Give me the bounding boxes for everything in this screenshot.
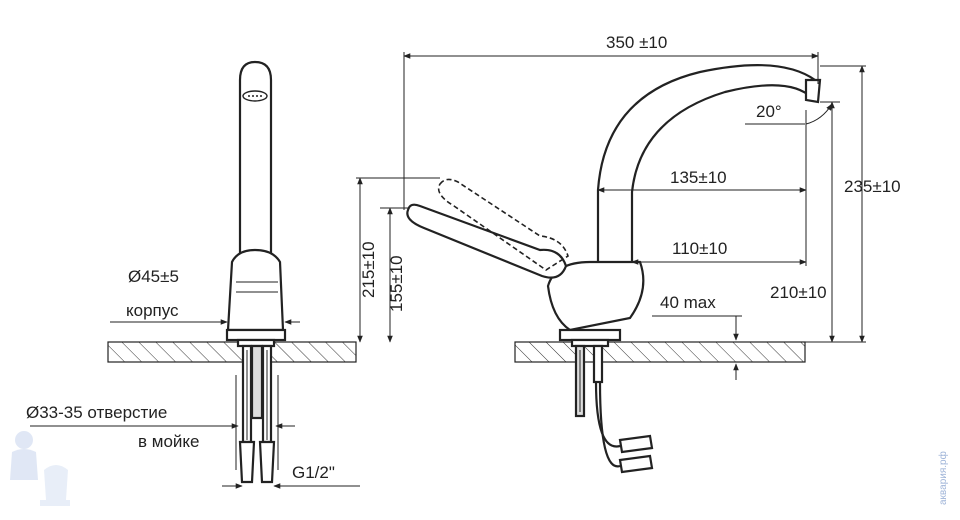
- counter-thickness-label: 40 max: [660, 293, 716, 312]
- body-diameter-label: Ø45±5: [128, 267, 179, 286]
- reach-lower-label: 110±10: [672, 239, 727, 258]
- right-dimensions: [356, 52, 866, 380]
- height-handle-label: 155±10: [387, 255, 406, 312]
- faucet-side-view: [225, 60, 287, 484]
- faucet-front-view: [406, 64, 822, 474]
- reach-upper-label: 135±10: [670, 168, 727, 187]
- watermark-text: аквария.рф: [937, 451, 949, 505]
- countertop-right: [514, 341, 806, 363]
- left-dimensions: [30, 319, 360, 489]
- hole-diameter-label: Ø33-35 отверстие: [26, 403, 167, 422]
- countertop-left: [107, 341, 357, 363]
- plumber-logo-watermark: [10, 431, 70, 506]
- body-word-label: корпус: [126, 301, 179, 320]
- height-outlet-label: 210±10: [770, 283, 827, 302]
- height-spout-label: 235±10: [844, 177, 901, 196]
- thread-label: G1/2": [292, 463, 335, 482]
- spout-angle-label: 20°: [756, 102, 782, 121]
- height-total-label: 215±10: [359, 241, 378, 298]
- hole-location-label: в мойке: [138, 432, 199, 451]
- spout-length-label: 350 ±10: [606, 33, 667, 52]
